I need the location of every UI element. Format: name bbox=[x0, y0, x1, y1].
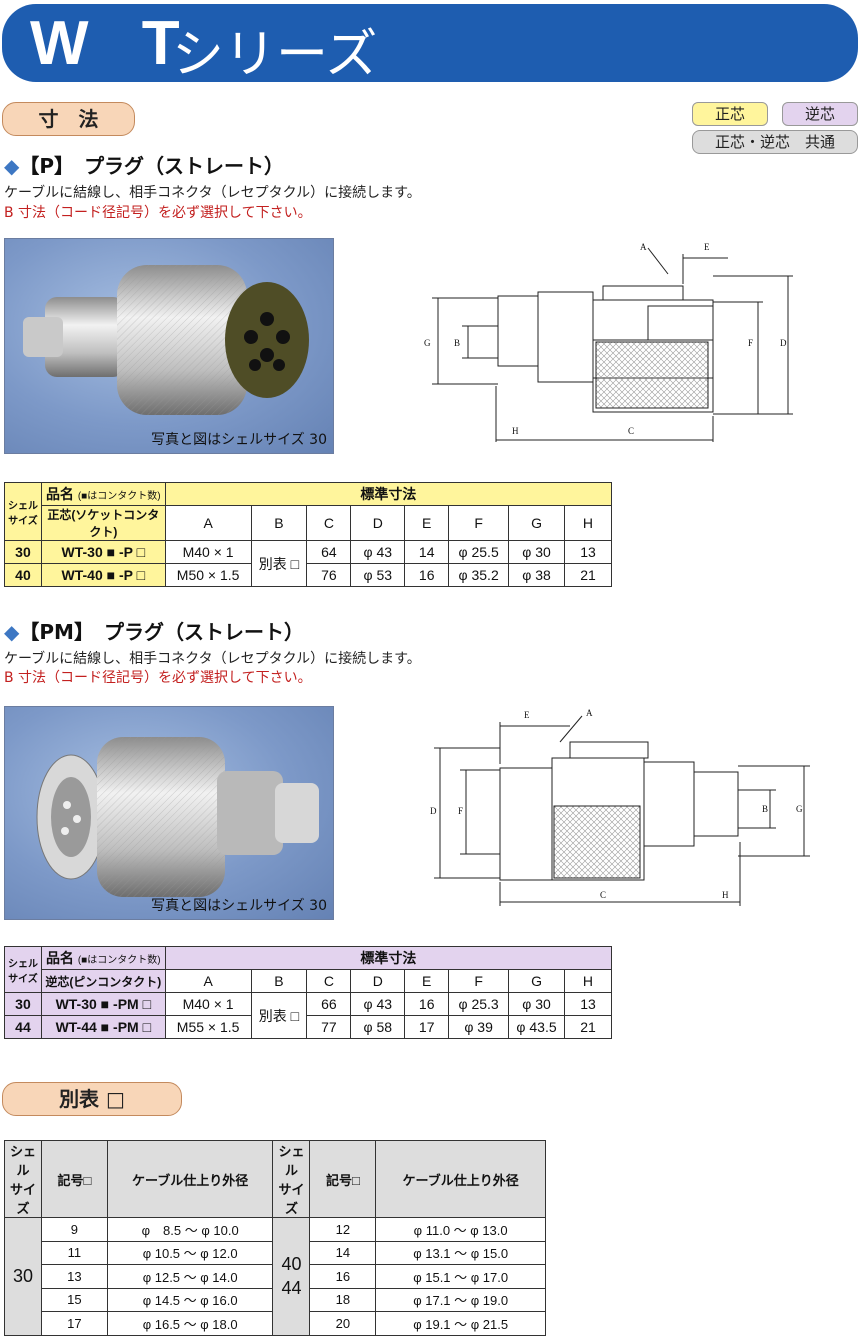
dim-f-label: F bbox=[748, 338, 753, 348]
p-note: B 寸法（コード径記号）を必ず選択して下さい。 bbox=[4, 205, 312, 221]
p-col-g: G bbox=[508, 505, 565, 541]
table-row: 44 WT-44 ■ -PM □ M55 × 1.5 77 φ 58 17 φ … bbox=[4, 1015, 613, 1039]
pm-dim-c-label: C bbox=[600, 890, 606, 900]
p-col-e: E bbox=[404, 505, 450, 541]
p-th-std: 標準寸法 bbox=[164, 482, 613, 506]
pm-tag: 【PM】 bbox=[19, 620, 84, 644]
pm-col-e: E bbox=[404, 969, 450, 993]
connector-photo-art bbox=[23, 265, 309, 415]
dim-e-label: E bbox=[704, 242, 710, 252]
pm-th-std: 標準寸法 bbox=[164, 946, 613, 970]
p-dimension-drawing: A E G B F D H C bbox=[424, 242, 793, 442]
pm-th-name: 品名 (■はコンタクト数) bbox=[40, 946, 166, 970]
p-th-shell: シェルサイズ bbox=[4, 482, 42, 541]
pm-dim-a-label: A bbox=[586, 708, 593, 718]
p-tag: 【P】 bbox=[19, 154, 65, 178]
appendix-th-shell-2: シェルサイズ bbox=[272, 1140, 311, 1218]
table-row: 30 WT-30 ■ -PM □ M40 × 1 別表 □ 66 φ 43 16… bbox=[4, 992, 613, 1039]
legend-normal: 正芯 bbox=[692, 102, 768, 126]
dim-d-label: D bbox=[780, 338, 787, 348]
appendix-th-cable: ケーブル仕上り外径 bbox=[106, 1140, 274, 1218]
dim-a-label: A bbox=[640, 242, 647, 252]
pm-col-d: D bbox=[350, 969, 406, 993]
pm-note: B 寸法（コード径記号）を必ず選択して下さい。 bbox=[4, 670, 312, 686]
appendix-table: シェルサイズ 記号□ ケーブル仕上り外径 シェルサイズ 記号□ ケーブル仕上り外… bbox=[4, 1140, 546, 1336]
pm-th-sub: 逆芯(ピンコンタクト) bbox=[40, 969, 166, 993]
pm-dim-b-label: B bbox=[762, 804, 768, 814]
p-th-name: 品名 (■はコンタクト数) bbox=[40, 482, 166, 506]
appendix-th-cable-2: ケーブル仕上り外径 bbox=[375, 1140, 546, 1218]
pm-col-h: H bbox=[563, 969, 613, 993]
series-banner: W T シリーズ bbox=[2, 4, 858, 85]
pm-col-b: B bbox=[250, 969, 308, 993]
pm-description: ケーブルに結線し、相手コネクタ（レセプタクル）に接続します。 bbox=[4, 651, 421, 667]
p-col-b: B bbox=[250, 505, 308, 541]
appendix-left-shell: 30 bbox=[4, 1217, 42, 1336]
p-col-f: F bbox=[448, 505, 510, 541]
p-product-photo: 写真と図はシェルサイズ 30 bbox=[4, 238, 334, 454]
p-th-sub: 正芯(ソケットコンタクト) bbox=[40, 505, 166, 541]
diamond-icon: ◆ bbox=[4, 154, 20, 178]
dim-c-label: C bbox=[628, 426, 634, 436]
pm-col-g: G bbox=[508, 969, 565, 993]
p-col-h: H bbox=[563, 505, 613, 541]
p-heading: ◆【P】 プラグ（ストレート） bbox=[4, 150, 284, 179]
connector-photo-art bbox=[36, 737, 319, 897]
p-col-d: D bbox=[350, 505, 406, 541]
pm-dim-e-label: E bbox=[524, 710, 530, 720]
p-col-c: C bbox=[306, 505, 352, 541]
pm-dim-h-label: H bbox=[722, 890, 729, 900]
pm-dim-f-label: F bbox=[458, 806, 463, 816]
dim-b-label: B bbox=[454, 338, 460, 348]
p-dimension-table: シェルサイズ 品名 (■はコンタクト数) 標準寸法 正芯(ソケットコンタクト) … bbox=[4, 482, 613, 587]
section-appendix: 別表 □ bbox=[2, 1082, 182, 1116]
legend-common: 正芯・逆芯 共通 bbox=[692, 130, 858, 154]
table-row: 40 WT-40 ■ -P □ M50 × 1.5 76 φ 53 16 φ 3… bbox=[4, 563, 613, 587]
dim-h-label: H bbox=[512, 426, 519, 436]
pm-photo-caption: 写真と図はシェルサイズ 30 bbox=[151, 898, 327, 914]
p-photo-caption: 写真と図はシェルサイズ 30 bbox=[151, 432, 327, 448]
appendix-th-shell: シェルサイズ bbox=[4, 1140, 42, 1218]
table-row: 30 WT-30 ■ -P □ M40 × 1 別表 □ 64 φ 43 14 … bbox=[4, 540, 613, 587]
pm-heading: ◆【PM】 プラグ（ストレート） bbox=[4, 616, 304, 645]
p-title: プラグ（ストレート） bbox=[84, 154, 285, 178]
pm-col-c: C bbox=[306, 969, 352, 993]
pm-col-f: F bbox=[448, 969, 510, 993]
section-dimensions: 寸 法 bbox=[2, 102, 135, 136]
diamond-icon: ◆ bbox=[4, 620, 20, 644]
p-col-a: A bbox=[164, 505, 252, 541]
p-description: ケーブルに結線し、相手コネクタ（レセプタクル）に接続します。 bbox=[4, 185, 421, 201]
pm-title: プラグ（ストレート） bbox=[103, 620, 304, 644]
pm-dim-d-label: D bbox=[430, 806, 437, 816]
legend-reverse: 逆芯 bbox=[782, 102, 858, 126]
pm-dim-g-label: G bbox=[796, 804, 803, 814]
pm-th-shell: シェルサイズ bbox=[4, 946, 42, 993]
banner-series: シリーズ bbox=[172, 25, 378, 85]
dim-g-label: G bbox=[424, 338, 431, 348]
pm-product-photo: 写真と図はシェルサイズ 30 bbox=[4, 706, 334, 920]
appendix-th-code: 記号□ bbox=[40, 1140, 108, 1218]
pm-dimension-table: シェルサイズ 品名 (■はコンタクト数) 標準寸法 逆芯(ピンコンタクト) A … bbox=[4, 946, 613, 1039]
appendix-th-code-2: 記号□ bbox=[309, 1140, 377, 1218]
banner-wt: W T bbox=[30, 9, 198, 78]
pm-dimension-drawing: E A D F B G C H bbox=[430, 708, 810, 906]
pm-col-a: A bbox=[164, 969, 252, 993]
